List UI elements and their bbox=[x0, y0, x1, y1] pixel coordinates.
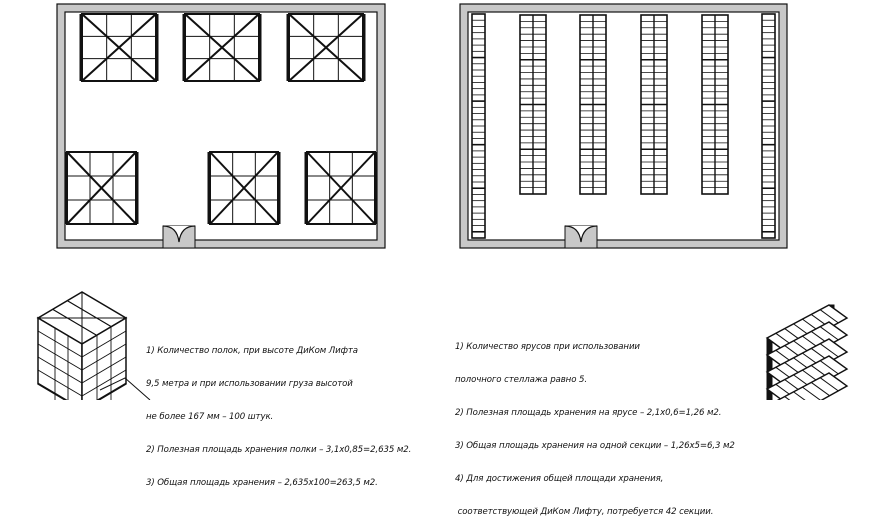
shelf-slat bbox=[819, 343, 839, 358]
note-line: 1) Количество ярусов при использовании bbox=[455, 342, 640, 352]
lift-left-face bbox=[37, 316, 83, 400]
note-line: 9,5 метра и при использовании груза высо… bbox=[146, 379, 353, 389]
shelf-slat bbox=[819, 377, 839, 392]
diagonal bbox=[81, 13, 157, 82]
grid bbox=[96, 382, 127, 400]
dikom-lift bbox=[207, 151, 281, 225]
grid bbox=[37, 369, 83, 397]
lift-right-face bbox=[81, 316, 127, 400]
rack-row bbox=[640, 14, 668, 195]
door-swing-icon bbox=[564, 225, 598, 243]
door-jamb bbox=[564, 226, 598, 248]
shelf bbox=[765, 304, 849, 353]
note-line: 4) Для достижения общей площади хранения… bbox=[455, 474, 664, 484]
shelf-slat bbox=[793, 391, 806, 400]
grid bbox=[81, 369, 127, 397]
door-swing-icon bbox=[162, 225, 196, 243]
grid bbox=[81, 343, 127, 371]
grid bbox=[81, 356, 127, 384]
rack-row bbox=[701, 14, 729, 195]
grid bbox=[37, 356, 83, 384]
door-jamb bbox=[162, 226, 196, 248]
rack-row bbox=[519, 14, 547, 195]
diagonal bbox=[184, 13, 260, 82]
floor-plan-drawing bbox=[36, 3, 849, 400]
shelf-slat bbox=[819, 309, 839, 324]
dikom-lift bbox=[79, 13, 159, 82]
note-line: 3) Общая площадь хранения на одной секци… bbox=[455, 441, 735, 451]
shelf bbox=[765, 355, 849, 400]
dikom-lift bbox=[304, 151, 378, 225]
room-interior bbox=[467, 11, 780, 241]
lift-isometric bbox=[36, 291, 151, 400]
diagonal bbox=[306, 151, 376, 225]
note-line: соответствующей ДиКом Лифту, потребуется… bbox=[455, 507, 714, 517]
shelf bbox=[765, 338, 849, 387]
rack-row bbox=[761, 13, 776, 239]
rack-row bbox=[471, 13, 486, 239]
shelf bbox=[765, 321, 849, 370]
dikom-lift bbox=[64, 151, 139, 225]
dikom-lift bbox=[182, 13, 262, 82]
grid bbox=[37, 343, 83, 371]
diagonal bbox=[288, 13, 364, 82]
grid bbox=[52, 308, 97, 336]
note-line: 1) Количество полок, при высоте ДиКом Ли… bbox=[146, 346, 358, 356]
shelf-slat bbox=[784, 396, 791, 400]
diagonal bbox=[66, 151, 137, 225]
note-line: 2) Полезная площадь хранения полки – 3,1… bbox=[146, 445, 412, 455]
grid bbox=[81, 330, 127, 358]
grid bbox=[37, 382, 68, 400]
note-line: 3) Общая площадь хранения – 2,635х100=26… bbox=[146, 478, 378, 488]
grid bbox=[37, 330, 83, 358]
dikom-lift bbox=[286, 13, 366, 82]
note-line: 2) Полезная площадь хранения на ярусе – … bbox=[455, 408, 722, 418]
shelf-slat bbox=[810, 382, 830, 397]
shelving-isometric bbox=[765, 304, 849, 400]
note-line: не более 167 мм – 100 штук. bbox=[146, 412, 274, 422]
shelf-slat bbox=[819, 360, 839, 375]
grid bbox=[67, 300, 112, 328]
lift-notes: 1) Количество полок, при высоте ДиКом Ли… bbox=[146, 324, 411, 500]
rack-row bbox=[579, 14, 607, 195]
lift-door bbox=[99, 377, 151, 400]
shelving-notes: 1) Количество ярусов при использовании п… bbox=[455, 320, 735, 529]
note-line: полочного стеллажа равно 5. bbox=[455, 375, 587, 385]
right-room bbox=[459, 3, 788, 249]
shelf-slat bbox=[802, 386, 821, 400]
shelf-slat bbox=[819, 326, 839, 341]
diagonal bbox=[209, 151, 279, 225]
